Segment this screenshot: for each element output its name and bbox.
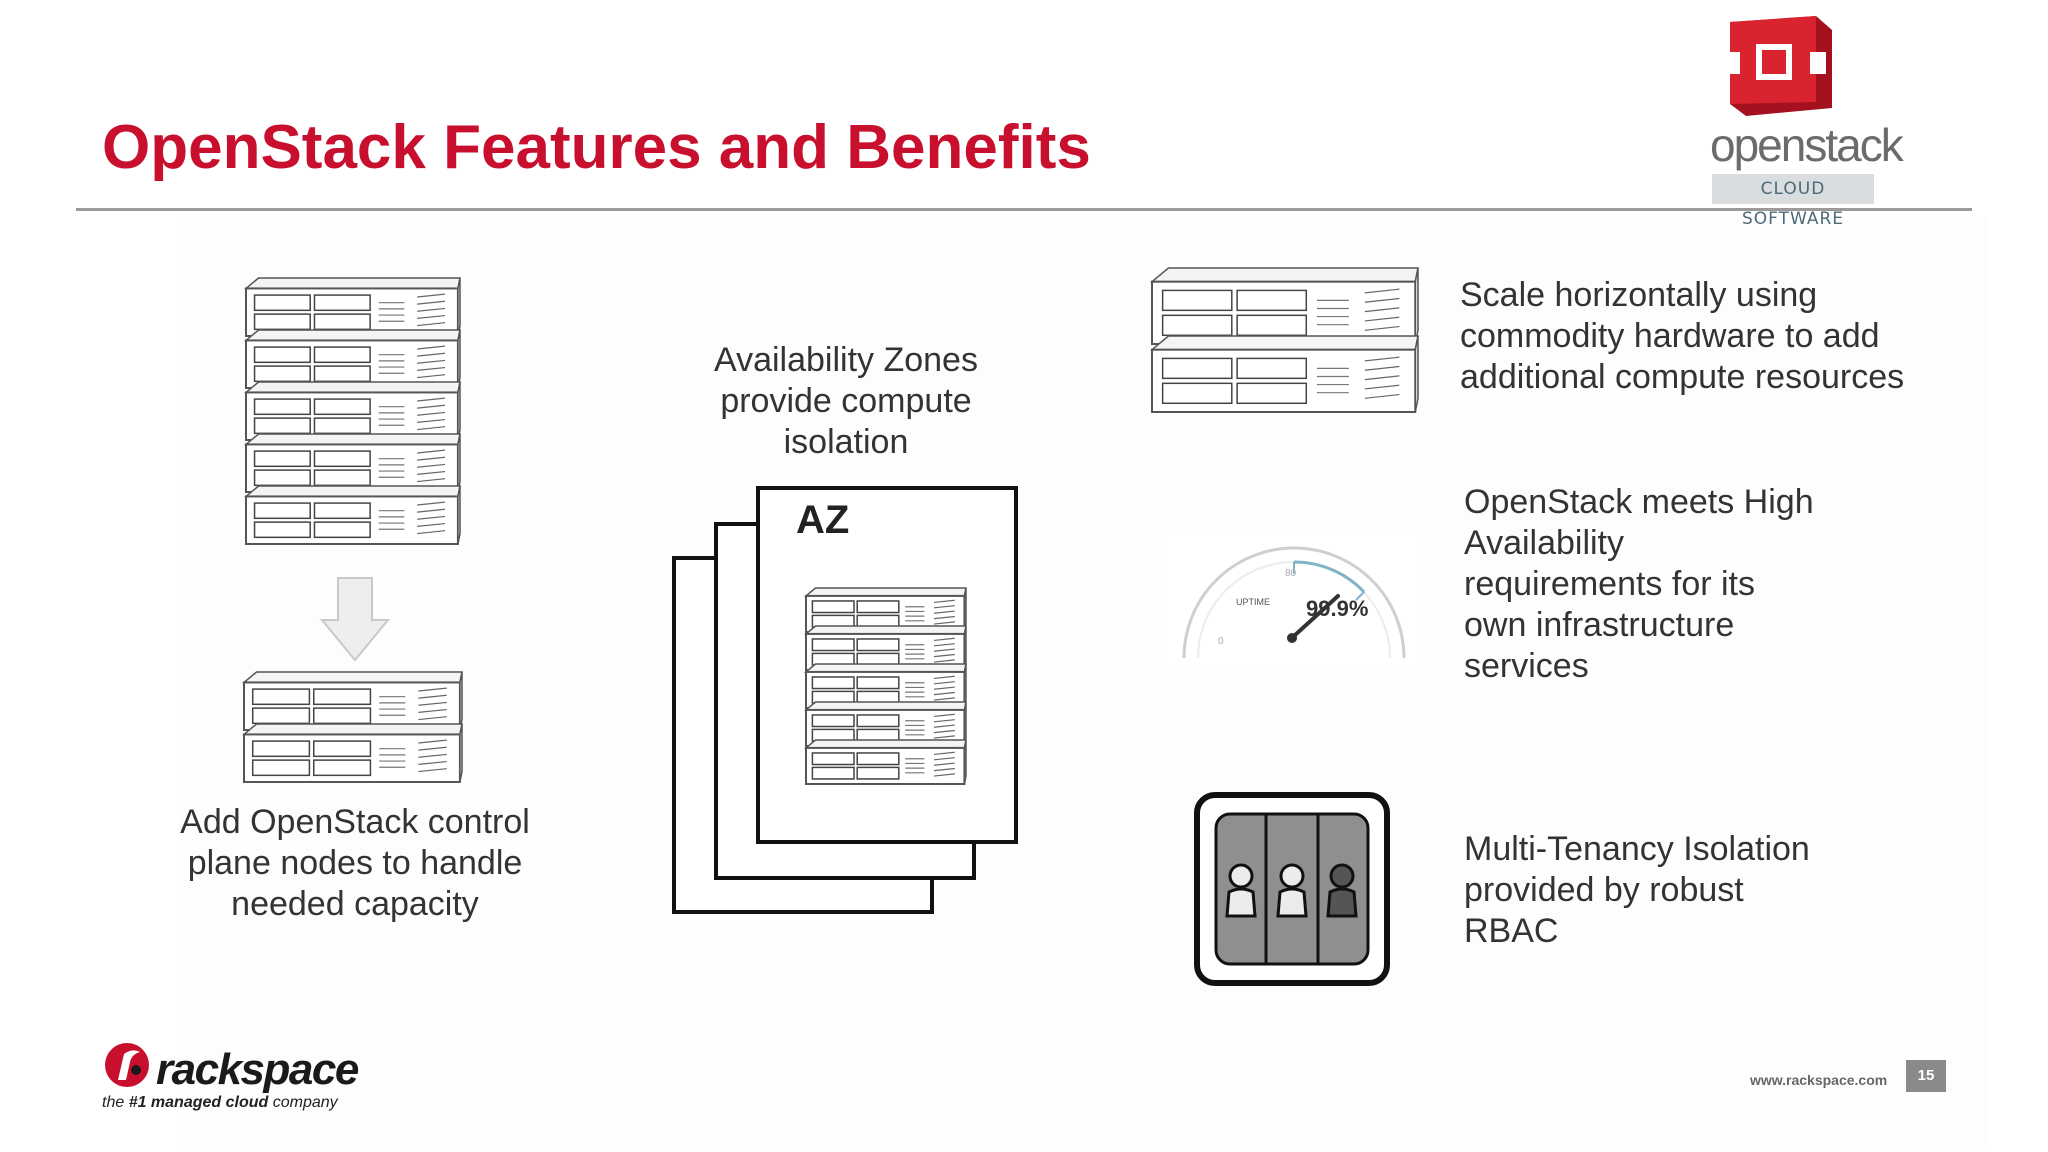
down-arrow-icon — [319, 577, 391, 662]
tagline-suffix: company — [268, 1094, 338, 1111]
server-unit-icon — [241, 723, 463, 784]
server-unit-icon — [243, 485, 461, 546]
scale-text: Scale horizontally using commodity hardw… — [1460, 275, 2000, 398]
az-label: AZ — [796, 498, 850, 542]
control-plane-line: plane nodes to handle — [187, 844, 523, 882]
multi-tenancy-text: Multi-Tenancy Isolation provided by robu… — [1464, 829, 1964, 952]
openstack-subtitle: CLOUD SOFTWARE — [1712, 174, 1874, 229]
server-unit-icon — [803, 739, 967, 786]
mt-text-line: provided by robust — [1464, 871, 1744, 909]
rackspace-wordmark: rackspace — [156, 1045, 359, 1094]
az-text-line: isolation — [783, 423, 909, 461]
server-unit-icon — [1149, 335, 1419, 413]
gauge-tick-zero: 0 — [1218, 636, 1224, 647]
control-plane-text: Add OpenStack control plane nodes to han… — [150, 802, 560, 925]
az-text-line: Availability Zones — [714, 341, 978, 379]
content-background — [178, 216, 1988, 1146]
gauge-label: UPTIME — [1236, 597, 1271, 607]
ha-text-line: requirements for its — [1464, 565, 1755, 603]
server-pair-icon — [241, 671, 463, 784]
az-text-line: provide compute — [720, 382, 972, 420]
mt-text-line: RBAC — [1464, 912, 1559, 950]
page-number: 15 — [1906, 1060, 1946, 1092]
openstack-logo-icon — [1726, 16, 1832, 116]
scale-text-line: commodity hardware to add — [1460, 317, 1880, 355]
high-availability-text: OpenStack meets High Availability requir… — [1464, 482, 1964, 687]
scale-text-line: Scale horizontally using — [1460, 276, 1818, 314]
uptime-gauge-icon — [1168, 530, 1418, 670]
tagline-prefix: the — [102, 1094, 129, 1111]
ha-text-line: Availability — [1464, 524, 1625, 562]
ha-text-line: own infrastructure — [1464, 606, 1735, 644]
server-unit-icon — [243, 277, 461, 338]
server-unit-icon — [243, 329, 461, 390]
tagline-bold: #1 managed cloud — [128, 1094, 269, 1111]
multi-tenancy-icon — [1194, 792, 1390, 986]
rackspace-tagline: the #1 managed cloud company — [102, 1094, 338, 1112]
server-stack-icon — [243, 277, 461, 546]
mt-text-line: Multi-Tenancy Isolation — [1464, 830, 1810, 868]
server-unit-icon — [241, 671, 463, 732]
ha-text-line: services — [1464, 647, 1589, 685]
control-plane-line: Add OpenStack control — [180, 803, 530, 841]
server-unit-icon — [1149, 267, 1419, 345]
server-unit-icon — [243, 433, 461, 494]
ha-text-line: OpenStack meets High — [1464, 483, 1814, 521]
rackspace-logo-icon — [105, 1043, 149, 1087]
availability-zones-text: Availability Zones provide compute isola… — [666, 340, 1026, 463]
server-unit-icon — [243, 381, 461, 442]
gauge-value: 99.9% — [1306, 596, 1369, 621]
scale-text-line: additional compute resources — [1460, 358, 1905, 396]
slide-title: OpenStack Features and Benefits — [102, 113, 1091, 182]
scale-servers-icon — [1149, 267, 1419, 413]
gauge-tick-eighty: 80 — [1285, 568, 1297, 579]
openstack-wordmark: openstack — [1710, 119, 1904, 171]
control-plane-line: needed capacity — [231, 885, 479, 923]
availability-zones-icon — [672, 486, 1018, 914]
title-divider — [76, 208, 1972, 211]
footer-url: www.rackspace.com — [1750, 1072, 1888, 1088]
